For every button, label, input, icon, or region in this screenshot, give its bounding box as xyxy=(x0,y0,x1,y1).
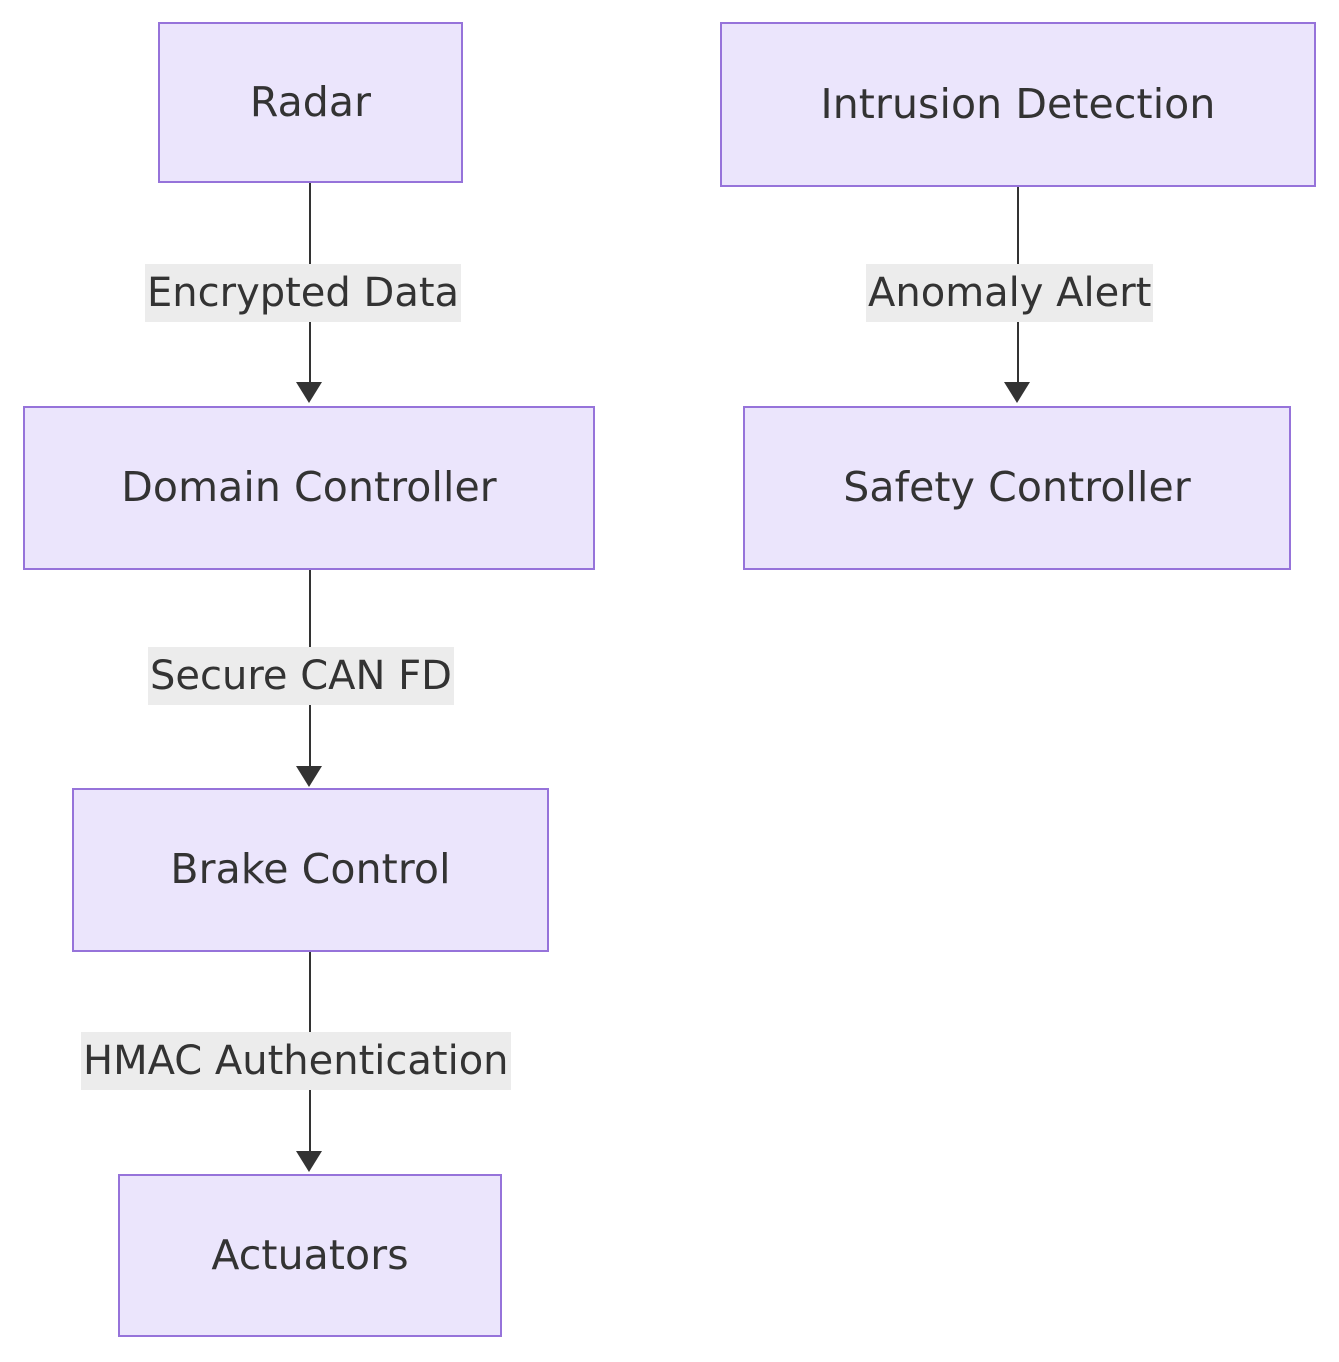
edge-arrow-radar-domain xyxy=(296,382,322,403)
node-brake-control-label: Brake Control xyxy=(170,845,451,894)
edge-label-hmac-authentication: HMAC Authentication xyxy=(81,1032,511,1090)
node-actuators[interactable]: Actuators xyxy=(118,1174,502,1337)
node-intrusion-detection[interactable]: Intrusion Detection xyxy=(720,22,1316,187)
edge-label-secure-can-fd: Secure CAN FD xyxy=(148,647,454,705)
edge-arrow-domain-brake xyxy=(296,766,322,787)
edge-arrow-intrusion-safety xyxy=(1004,382,1030,403)
node-safety-controller[interactable]: Safety Controller xyxy=(743,406,1291,570)
node-radar[interactable]: Radar xyxy=(158,22,463,183)
node-domain-controller-label: Domain Controller xyxy=(121,463,497,512)
edge-label-encrypted-data: Encrypted Data xyxy=(145,264,462,322)
node-safety-controller-label: Safety Controller xyxy=(843,463,1191,512)
node-actuators-label: Actuators xyxy=(211,1230,409,1279)
edge-label-anomaly-alert: Anomaly Alert xyxy=(866,264,1154,322)
node-radar-label: Radar xyxy=(249,77,372,126)
node-domain-controller[interactable]: Domain Controller xyxy=(23,406,595,570)
edge-arrow-brake-actuators xyxy=(296,1151,322,1172)
node-brake-control[interactable]: Brake Control xyxy=(72,788,549,952)
node-intrusion-detection-label: Intrusion Detection xyxy=(820,79,1216,128)
